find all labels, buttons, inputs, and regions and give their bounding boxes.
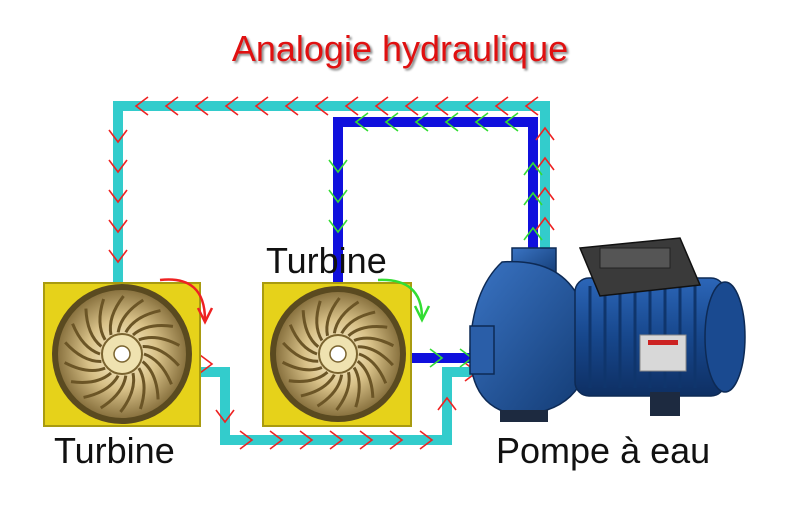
turbine-blade (335, 371, 351, 411)
clockwise-rotation-arrow-icon (377, 278, 431, 323)
turbine-blade (71, 323, 101, 356)
turbine-blade (358, 352, 388, 384)
turbine-blade (325, 297, 341, 337)
turbine-right (262, 282, 412, 427)
turbine-blade (124, 309, 161, 334)
turbine-blade (132, 324, 174, 337)
turbine-blade (300, 373, 336, 398)
label-turbine-top: Turbine (266, 240, 387, 281)
turbine-blade (137, 367, 146, 410)
turbine-blade (340, 310, 376, 335)
turbine-wheel-icon (270, 286, 406, 422)
outer-pipe-circuit (113, 101, 550, 283)
inner-flow-arrows (328, 112, 543, 368)
turbine-blade (64, 341, 102, 364)
turbine-blade (70, 371, 112, 384)
turbine-blade (315, 300, 324, 342)
turbine-blade (353, 336, 395, 348)
turbine-blade (98, 298, 107, 341)
turbine-blade (288, 324, 318, 356)
turbine-blade (138, 336, 181, 347)
turbine-wheel-icon (52, 284, 192, 424)
turbine-blade (356, 360, 375, 398)
diagram-title: Analogie hydraulique (231, 28, 569, 69)
turbine-blade (282, 341, 319, 363)
turbine-blade (84, 308, 103, 348)
turbine-blade (63, 361, 106, 372)
turbine-blade (316, 374, 344, 408)
turbine-blade (301, 310, 320, 348)
outer-flow-arrows (108, 96, 555, 450)
outer-pipe-return (200, 367, 490, 445)
turbine-left (43, 282, 201, 427)
turbine-blade (281, 360, 323, 372)
turbine-blade (288, 371, 329, 383)
turbine-blade (332, 300, 360, 334)
turbine-blade (143, 352, 173, 385)
turbine-blade (116, 298, 145, 333)
turbine-blade (142, 344, 180, 367)
turbine-blade (357, 345, 394, 367)
water-pump-icon (469, 237, 746, 422)
turbine-blade (347, 325, 388, 337)
turbine-blade (352, 366, 361, 408)
turbine-blade (141, 360, 160, 400)
clockwise-rotation-arrow-icon (159, 278, 214, 325)
turbine-blade (108, 295, 125, 336)
turbine-blade (83, 374, 120, 399)
label-pump: Pompe à eau (496, 430, 711, 471)
turbine-blade (99, 375, 128, 410)
turbine-blade (119, 372, 136, 413)
label-turbine-bottom: Turbine (54, 430, 175, 471)
